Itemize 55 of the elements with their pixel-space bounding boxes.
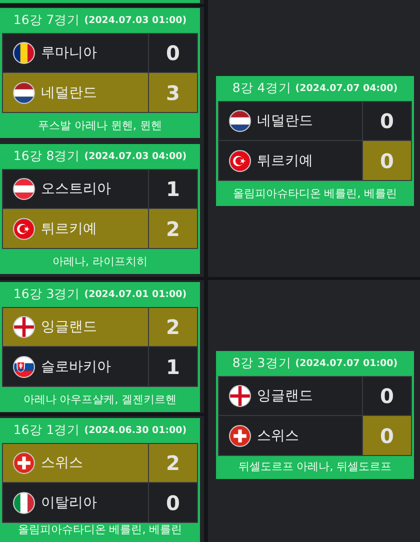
match-card xyxy=(0,0,200,3)
team-name: 스위스 xyxy=(41,454,83,472)
team-name: 잉글랜드 xyxy=(41,318,97,336)
venue-text: 올림피아슈타디온 베를린, 베를린 xyxy=(232,186,398,201)
team-row xyxy=(2,482,198,523)
team-name: 오스트리아 xyxy=(41,180,111,198)
match-card xyxy=(0,282,200,412)
match-title: 16강 3경기 xyxy=(13,286,80,303)
match-date: (2024.07.03 01:00) xyxy=(84,15,187,26)
match-title: 16강 1경기 xyxy=(13,422,80,439)
match-card xyxy=(0,418,200,542)
team-name: 튀르키예 xyxy=(41,220,97,238)
venue-text: 아레나 아우프샬케, 겔젠키르헨 xyxy=(23,392,177,407)
team-row xyxy=(2,169,198,209)
team-name: 슬로바키아 xyxy=(41,358,111,376)
team-row xyxy=(2,72,198,113)
match-title: 16강 7경기 xyxy=(13,12,80,29)
score-cell: 0 xyxy=(148,483,197,522)
venue-text: 푸스발 아레나 뮌헨, 뮌헨 xyxy=(38,118,162,133)
match-title: 8강 4경기 xyxy=(232,80,292,97)
team-row xyxy=(2,33,198,73)
team-name: 네덜란드 xyxy=(257,112,313,130)
match-card xyxy=(0,144,200,274)
team-name: 이탈리아 xyxy=(41,494,97,512)
score-cell: 0 xyxy=(362,141,411,180)
team-row xyxy=(2,346,198,387)
venue-text: 올림피아슈타디온 베를린, 베를린 xyxy=(18,522,182,537)
match-date: (2024.07.03 04:00) xyxy=(84,151,187,162)
team-name: 스위스 xyxy=(257,426,299,444)
match-title: 16강 8경기 xyxy=(13,148,80,165)
team-row xyxy=(218,415,412,456)
team-row xyxy=(2,307,198,347)
venue-text: 뒤셀도르프 아레나, 뒤셀도르프 xyxy=(238,459,392,474)
score-cell: 2 xyxy=(148,209,197,248)
team-row xyxy=(2,443,198,483)
team-row xyxy=(218,101,412,141)
team-row xyxy=(2,208,198,249)
match-date: (2024.07.01 01:00) xyxy=(84,289,187,300)
team-name: 네덜란드 xyxy=(41,84,97,102)
score-cell: 0 xyxy=(362,416,411,455)
team-row xyxy=(218,140,412,181)
match-date: (2024.07.07 04:00) xyxy=(295,83,398,94)
venue-text: 아레나, 라이프치히 xyxy=(52,254,148,269)
score-cell: 1 xyxy=(148,347,197,386)
match-date: (2024.06.30 01:00) xyxy=(84,425,187,436)
match-card xyxy=(216,76,414,206)
team-name: 잉글랜드 xyxy=(257,387,313,405)
team-row xyxy=(218,376,412,416)
score-cell: 3 xyxy=(148,73,197,112)
match-card xyxy=(216,351,414,479)
match-date: (2024.07.07 01:00) xyxy=(295,358,398,369)
team-name: 튀르키예 xyxy=(257,152,313,170)
match-card xyxy=(0,8,200,138)
match-title: 8강 3경기 xyxy=(232,355,292,372)
team-name: 루마니아 xyxy=(41,44,97,62)
